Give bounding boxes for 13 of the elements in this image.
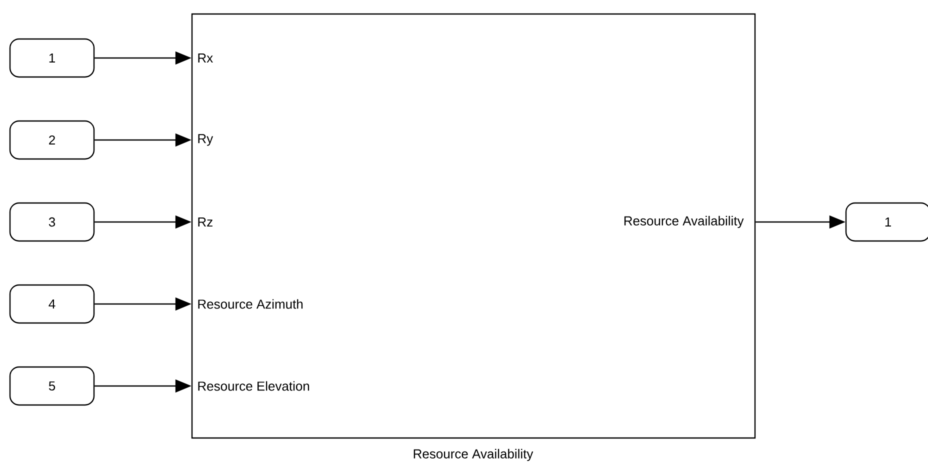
port-block: 3 [9, 202, 95, 242]
port-label: Resource Azimuth [198, 299, 303, 309]
port-block: 2 [9, 120, 95, 160]
port-block: 1 [9, 38, 95, 78]
port-label: Rz [198, 218, 212, 226]
port-label: Ry [198, 134, 214, 146]
port-label: Resource Availability [624, 216, 744, 228]
port-block: 1 [845, 202, 928, 242]
port-block: 5 [9, 366, 95, 406]
port-block: 4 [9, 284, 95, 324]
port-label: Resource Elevation [198, 381, 310, 391]
block-name: Resource Availability [414, 448, 534, 462]
port-label: Rx [198, 54, 213, 62]
